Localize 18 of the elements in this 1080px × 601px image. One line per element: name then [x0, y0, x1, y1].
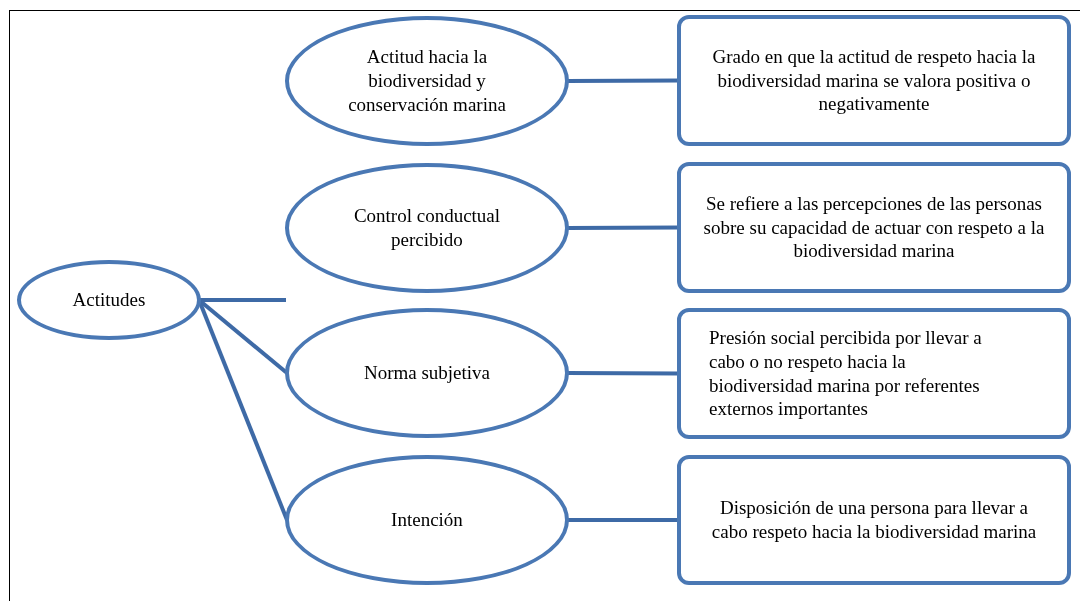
connector-line	[567, 371, 679, 376]
node-text: Presión social percibida por llevar a cabo o no respeto hacia la biodiversidad marina por referentes externos importantes	[709, 326, 983, 421]
definition-box	[677, 15, 1071, 146]
definition-box	[677, 308, 1071, 439]
definition-box	[677, 455, 1071, 585]
node-text: Control conductual percibido	[352, 204, 502, 252]
node-text: Actitud hacia la biodiversidad y conservación marina	[347, 45, 507, 117]
node-text: Actitudes	[72, 288, 146, 312]
node-text: Norma subjetiva	[363, 361, 491, 385]
definition-box	[677, 162, 1071, 293]
connector-line	[567, 518, 679, 522]
node-text: Grado en que la actitud de respeto hacia la biodiversidad marina se valora positiva o negativamente	[711, 44, 1037, 117]
connector-line	[567, 225, 679, 230]
node-text: Intención	[391, 508, 463, 532]
connector-line	[199, 298, 286, 302]
node-text: Se refiere a las percepciones de las personas sobre su capacidad de actuar con respeto a la biodiversidad marina	[703, 191, 1045, 264]
connector-line	[567, 78, 679, 83]
node-text: Disposición de una persona para llevar a cabo respeto hacia la biodiversidad marina	[710, 496, 1038, 544]
